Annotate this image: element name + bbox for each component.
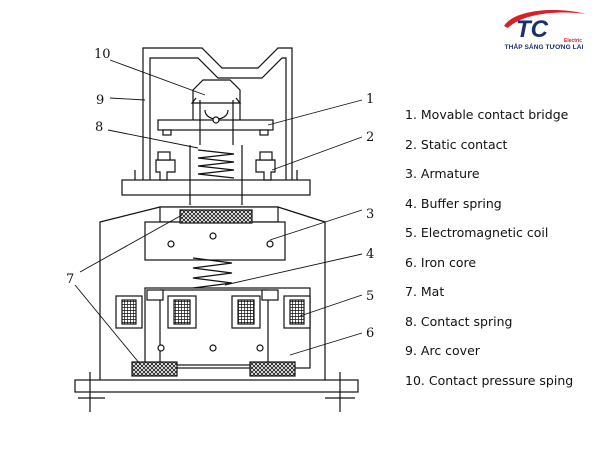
contact-pressure-spring xyxy=(190,97,242,104)
callout-10: 10 xyxy=(94,47,111,62)
logo-mark-text: TC xyxy=(516,16,549,43)
callout-8: 8 xyxy=(95,120,103,135)
electromagnetic-coil xyxy=(115,289,311,329)
callout-2: 2 xyxy=(366,130,374,145)
legend-item: 9. Arc cover xyxy=(405,343,480,358)
legend-item: 3. Armature xyxy=(405,166,480,181)
legend-item: 5. Electromagnetic coil xyxy=(405,225,549,240)
legend-item: 8. Contact spring xyxy=(405,313,513,329)
callout-9: 9 xyxy=(96,93,104,108)
contact-spring xyxy=(189,145,243,205)
callouts: 10 9 8 1 2 3 4 5 6 7 xyxy=(66,47,374,341)
legend-item: 6. Iron core xyxy=(405,254,477,270)
callout-7: 7 xyxy=(66,272,74,287)
movable-contact-bridge xyxy=(157,79,274,145)
legend-item: 1. Movable contact bridge xyxy=(405,107,569,122)
legend-item: 7. Mat xyxy=(405,284,445,299)
logo-sub-text: Electric xyxy=(564,38,582,44)
legend-item: 4. Buffer spring xyxy=(405,195,502,211)
armature xyxy=(144,221,286,261)
legend-item: 2. Static contact xyxy=(405,136,508,152)
static-contact-left xyxy=(155,151,176,181)
legend-item: 10. Contact pressure sping xyxy=(405,372,574,388)
static-contact-right xyxy=(255,151,276,181)
mat-lower-right xyxy=(249,361,296,377)
base xyxy=(74,372,359,412)
callout-5: 5 xyxy=(366,289,374,304)
mat-lower-left xyxy=(131,361,178,377)
callout-1: 1 xyxy=(366,92,374,107)
leader-lines xyxy=(74,59,363,365)
tc-logo-mark: TC Electric xyxy=(504,10,586,44)
tc-electric-logo: TC Electric THẮP SÁNG TƯƠNG LAI xyxy=(494,4,594,56)
upper-base-plate xyxy=(121,170,311,196)
arc-cover xyxy=(142,47,293,186)
callout-4: 4 xyxy=(366,247,374,262)
logo-slogan: THẮP SÁNG TƯƠNG LAI xyxy=(504,44,584,51)
callout-3: 3 xyxy=(366,207,374,222)
legend: 1. Movable contact bridge 2. Static cont… xyxy=(405,100,573,395)
buffer-spring xyxy=(192,257,233,289)
mat-upper xyxy=(179,209,253,224)
callout-6: 6 xyxy=(366,326,374,341)
